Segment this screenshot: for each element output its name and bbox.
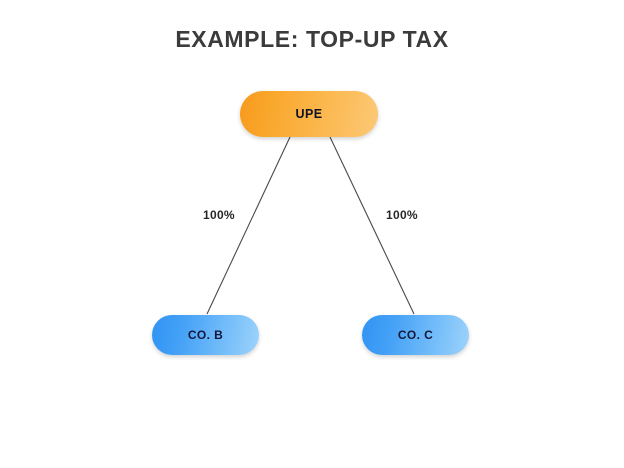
edge-label-upe-to-co-c: 100% — [386, 208, 418, 222]
node-co-c-label: CO. C — [397, 328, 434, 342]
node-upe-label: UPE — [295, 107, 323, 121]
node-co-c[interactable]: CO. C — [362, 315, 469, 355]
edge-upe-to-co-b — [206, 136, 291, 315]
edge-label-upe-to-co-b: 100% — [203, 208, 235, 222]
node-co-b[interactable]: CO. B — [152, 315, 259, 355]
node-co-b-label: CO. B — [187, 328, 224, 342]
page-title: EXAMPLE: TOP-UP TAX — [175, 26, 449, 52]
node-upe[interactable]: UPE — [240, 91, 378, 137]
edge-upe-to-co-c — [329, 136, 415, 315]
